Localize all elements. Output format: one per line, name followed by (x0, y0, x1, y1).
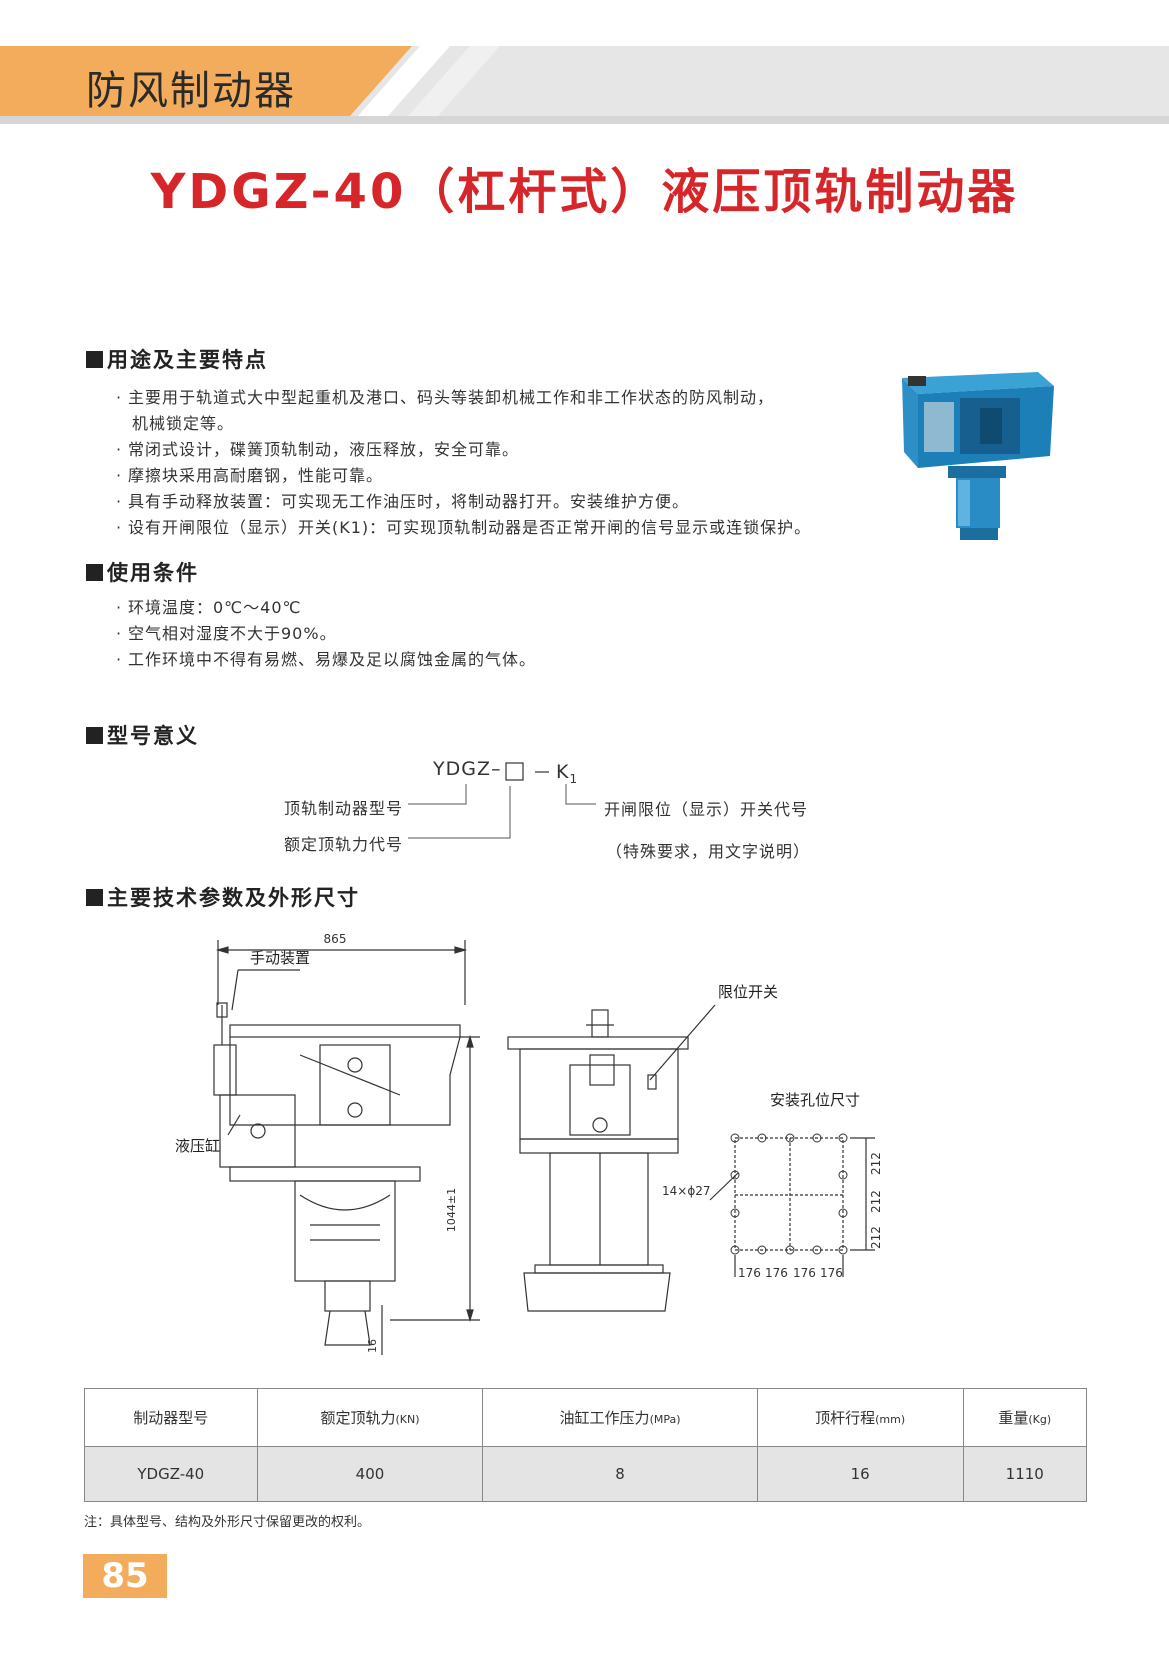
hole-markers (730, 1133, 848, 1255)
table-cell: 1110 (962, 1446, 1088, 1502)
section-heading-features: 用途及主要特点 (86, 344, 268, 374)
dim-height: 1044±1 (445, 1188, 458, 1232)
page-title: YDGZ-40（杠杆式）液压顶轨制动器 (150, 164, 1019, 220)
dim-pitch-y-2: 212 (869, 1190, 883, 1213)
dim-pitch-y-1: 212 (869, 1152, 883, 1175)
label-switch-code: 开闸限位（显示）开关代号 (604, 800, 809, 819)
list-item: 机械锁定等。 (132, 414, 235, 433)
table-header-cell: 重量(Kg) (962, 1388, 1088, 1447)
dim-width: 865 (324, 932, 347, 946)
label-force-code: 额定顶轨力代号 (284, 835, 404, 854)
list-item: ·常闭式设计，碟簧顶轨制动，液压释放，安全可靠。 (116, 440, 520, 459)
list-item: ·环境温度：0℃～40℃ (116, 598, 302, 617)
table-cell: 400 (256, 1446, 484, 1502)
list-item: ·具有手动释放装置：可实现无工作油压时，将制动器打开。安装维护方便。 (116, 492, 690, 511)
spec-table: 制动器型号 额定顶轨力(KN) 油缸工作压力(MPa) 顶杆行程(mm) 重量(… (84, 1388, 1088, 1502)
section-marker-icon (86, 351, 103, 368)
dim-stroke: 16 (366, 1339, 379, 1353)
section-heading-model: 型号意义 (86, 720, 199, 750)
model-code-k: K1 (556, 761, 579, 786)
section-heading-specs: 主要技术参数及外形尺寸 (86, 882, 360, 912)
page-number: 85 (83, 1554, 167, 1598)
table-header-cell: 额定顶轨力(KN) (256, 1388, 484, 1447)
list-item: ·设有开闸限位（显示）开关(K1)：可实现顶轨制动器是否正常开闸的信号显示或连锁… (116, 518, 812, 537)
table-cell: YDGZ-40 (84, 1446, 258, 1502)
table-header-cell: 油缸工作压力(MPa) (482, 1388, 758, 1447)
model-code-prefix: YDGZ– (433, 758, 502, 780)
section-marker-icon (86, 564, 103, 581)
list-item: ·摩擦块采用高耐磨钢，性能可靠。 (116, 466, 384, 485)
conditions-list: ·环境温度：0℃～40℃ ·空气相对湿度不大于90%。 ·工作环境中不得有易燃、… (116, 595, 906, 673)
list-item: ·主要用于轨道式大中型起重机及港口、码头等装卸机械工作和非工作状态的防风制动， (116, 388, 775, 407)
table-header-row: 制动器型号 额定顶轨力(KN) 油缸工作压力(MPa) 顶杆行程(mm) 重量(… (84, 1388, 1088, 1447)
header-band (0, 46, 1169, 124)
table-header-cell: 顶杆行程(mm) (756, 1388, 964, 1447)
label-brake-type: 顶轨制动器型号 (284, 799, 404, 818)
section-marker-icon (86, 889, 103, 906)
dim-pitch-x-2: 176 (765, 1266, 788, 1280)
label-hydraulic-cylinder: 液压缸 (175, 1137, 220, 1155)
table-cell: 16 (756, 1446, 964, 1502)
dim-pitch-x-1: 176 (738, 1266, 761, 1280)
category-title: 防风制动器 (86, 68, 296, 114)
list-item: ·工作环境中不得有易燃、易爆及足以腐蚀金属的气体。 (116, 650, 537, 669)
dim-pitch-y-3: 212 (869, 1226, 883, 1249)
footnote: 注：具体型号、结构及外形尺寸保留更改的权利。 (84, 1515, 371, 1530)
section-heading-conditions: 使用条件 (86, 557, 199, 587)
table-cell: 8 (482, 1446, 758, 1502)
model-code-box (505, 762, 549, 781)
technical-drawing: 865 1044±1 16 手动装置 液压缸 限位开关 安装孔位尺寸 (175, 932, 883, 1355)
label-manual-device: 手动装置 (250, 949, 310, 967)
features-list: ·主要用于轨道式大中型起重机及港口、码头等装卸机械工作和非工作状态的防风制动， … (116, 385, 906, 541)
dim-pitch-x-4: 176 (820, 1266, 843, 1280)
table-header-cell: 制动器型号 (84, 1388, 258, 1447)
label-hole-layout: 安装孔位尺寸 (770, 1091, 860, 1109)
product-photo (902, 372, 1054, 540)
dim-pitch-x-3: 176 (793, 1266, 816, 1280)
label-special-note: （特殊要求，用文字说明） (606, 842, 811, 861)
label-limit-switch: 限位开关 (718, 983, 778, 1001)
table-row: YDGZ-40 400 8 16 1110 (84, 1446, 1088, 1502)
model-code-lines (408, 784, 596, 839)
label-hole-spec: 14×ϕ27 (662, 1184, 711, 1198)
section-marker-icon (86, 727, 103, 744)
list-item: ·空气相对湿度不大于90%。 (116, 624, 337, 643)
